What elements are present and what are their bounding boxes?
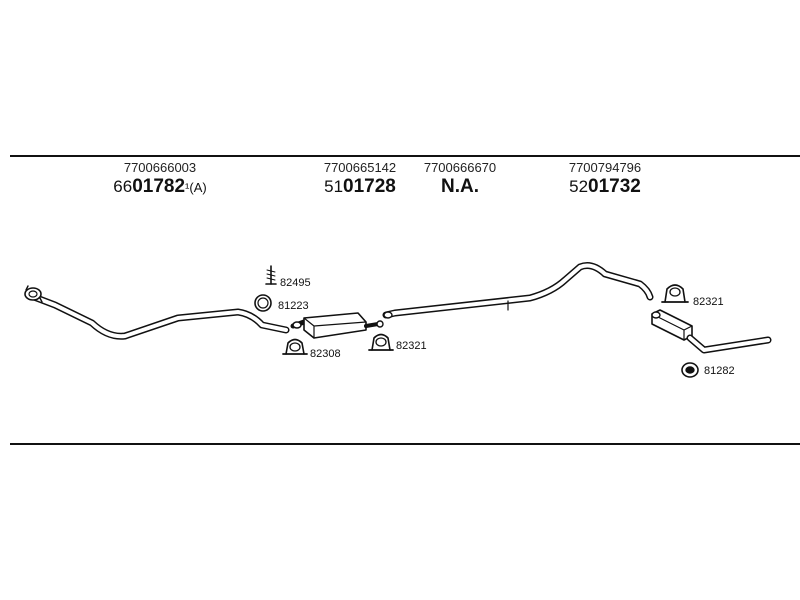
label-81282: 81282: [704, 365, 735, 377]
part-header-rear-silencer: 7700794796 5201732: [560, 160, 650, 197]
flange-icon: [24, 285, 43, 303]
rubber-ring-icon: [681, 362, 699, 378]
clamp-icon: [661, 284, 689, 303]
top-divider: [10, 155, 800, 157]
part-code: 5101728: [315, 177, 405, 197]
rear-silencer: [651, 309, 772, 354]
part-code-main: 01732: [588, 176, 641, 197]
bottom-divider: [10, 443, 800, 445]
part-code-suffix: ¹(A): [185, 180, 207, 195]
oe-number: 7700666670: [423, 160, 497, 175]
label-82495: 82495: [280, 277, 311, 289]
label-82321-rear: 82321: [693, 296, 724, 308]
oe-number: 7700665142: [323, 160, 397, 175]
part-code-main: 01728: [343, 176, 396, 197]
intermediate-pipe: [382, 262, 654, 319]
middle-silencer: [290, 312, 384, 339]
oe-number: 7700666003: [123, 160, 197, 175]
oe-number: 7700794796: [568, 160, 642, 175]
part-code-main: 01782: [132, 176, 186, 197]
front-pipe: [24, 285, 290, 340]
clamp-icon: [282, 338, 308, 355]
part-code: N.A.: [415, 177, 505, 197]
part-code: 5201732: [560, 177, 650, 197]
part-code-main: N.A.: [441, 176, 479, 197]
part-code-prefix: 51: [324, 177, 344, 196]
part-code-prefix: 66: [113, 177, 133, 196]
part-header-front-pipe: 7700666003 6601782¹(A): [105, 160, 215, 198]
seal-ring-icon: [254, 294, 272, 312]
label-82321-middle: 82321: [396, 340, 427, 352]
label-82308: 82308: [310, 348, 341, 360]
part-code-prefix: 52: [569, 177, 589, 196]
part-code: 6601782¹(A): [105, 177, 215, 198]
bolt-icon: [265, 265, 277, 285]
clamp-icon: [368, 333, 394, 351]
part-header-intermediate-pipe: 7700666670 N.A.: [415, 160, 505, 197]
part-header-middle-silencer: 7700665142 5101728: [315, 160, 405, 197]
label-81223: 81223: [278, 300, 309, 312]
